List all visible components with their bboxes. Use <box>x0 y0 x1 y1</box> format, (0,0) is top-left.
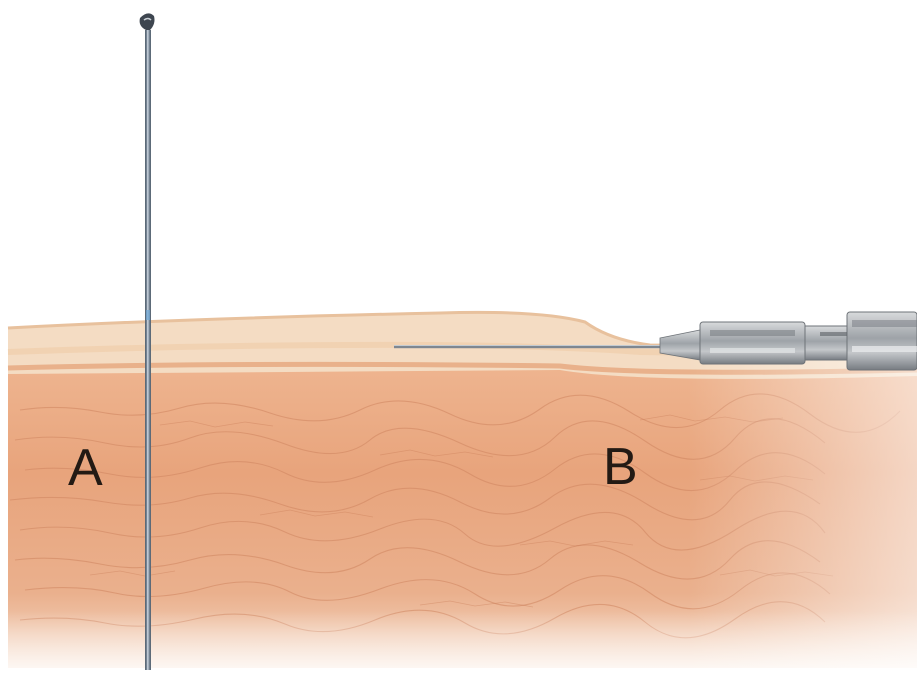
label-a: A <box>68 442 103 494</box>
label-b: B <box>603 441 638 493</box>
